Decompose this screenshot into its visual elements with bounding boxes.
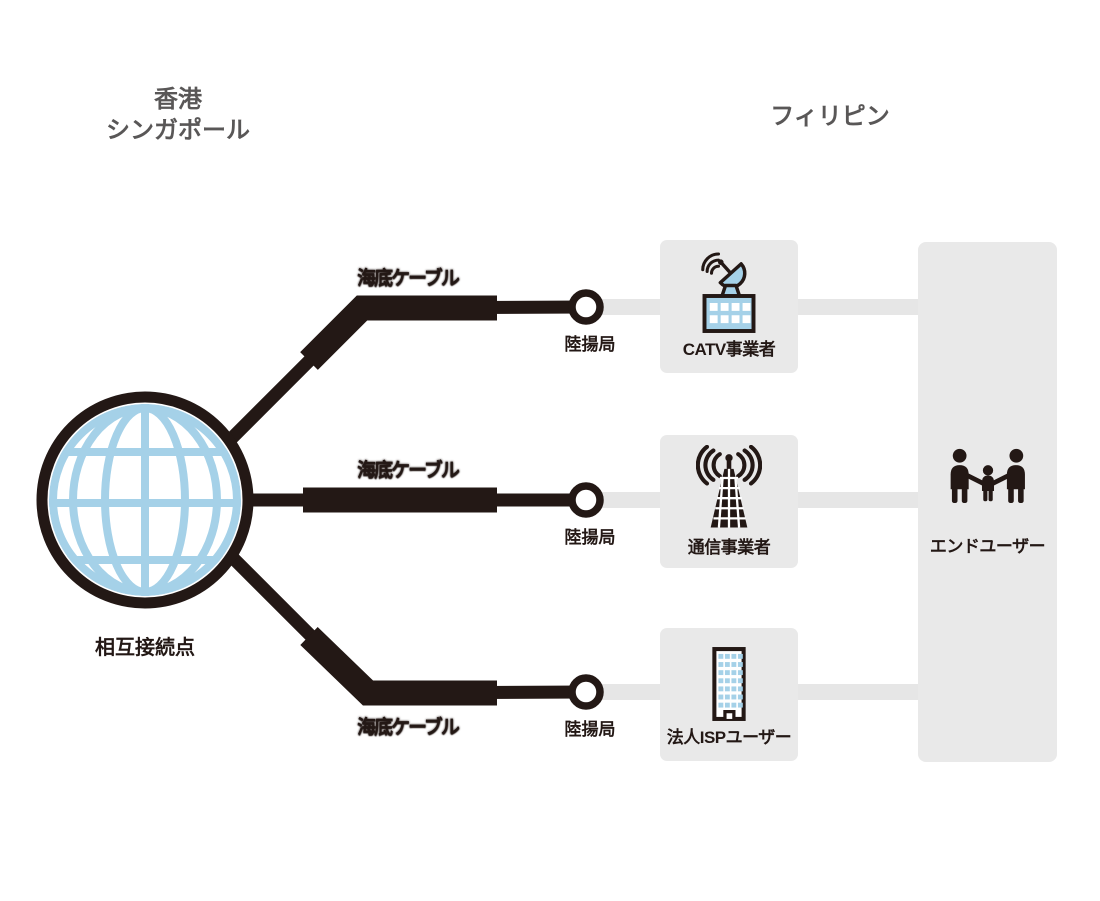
submarine-cable-label-top: 海底ケーブル xyxy=(357,268,460,289)
telecom-provider-label: 通信事業者 xyxy=(687,538,771,557)
connector-telecom-enduser xyxy=(797,492,919,508)
connector-landing-isp xyxy=(600,684,662,700)
catv-provider-label: CATV事業者 xyxy=(682,340,776,359)
telecom-provider-box: 通信事業者 xyxy=(660,435,798,568)
submarine-cable-label-bottom: 海底ケーブル xyxy=(357,717,460,738)
landing-station-label-top: 陸揚局 xyxy=(564,335,616,354)
submarine-cable-bar-bottom xyxy=(300,627,497,706)
catv-provider-box: CATV事業者 xyxy=(660,240,798,373)
connector-catv-enduser xyxy=(797,299,919,315)
landing-station-node-bottom xyxy=(568,674,604,710)
submarine-cable-bar-top xyxy=(300,295,497,370)
origin-region-title: 香港 シンガポール xyxy=(78,84,278,146)
interconnection-point-label: 相互接続点 xyxy=(95,637,195,659)
globe-icon xyxy=(36,391,254,609)
corporate-isp-box: 法人ISPユーザー xyxy=(660,628,798,761)
end-user-label: エンドユーザー xyxy=(929,536,1046,556)
corporate-isp-label: 法人ISPユーザー xyxy=(666,728,792,747)
destination-region-title: フィリピン xyxy=(770,103,890,130)
landing-station-label-middle: 陸揚局 xyxy=(564,528,616,547)
end-user-box: エンドユーザー xyxy=(918,242,1057,762)
origin-region-line1: 香港 xyxy=(154,86,202,113)
connector-landing-catv xyxy=(600,299,662,315)
connector-isp-enduser xyxy=(797,684,919,700)
family-icon xyxy=(945,448,1031,520)
satellite-dish-building-icon xyxy=(694,250,764,335)
radio-tower-icon xyxy=(696,445,762,533)
office-building-icon xyxy=(703,638,755,723)
submarine-cable-label-middle: 海底ケーブル xyxy=(357,460,460,481)
landing-station-node-top xyxy=(568,289,604,325)
landing-station-label-bottom: 陸揚局 xyxy=(564,720,616,739)
landing-station-node-middle xyxy=(568,482,604,518)
origin-region-line2: シンガポール xyxy=(106,117,250,144)
connector-landing-telecom xyxy=(600,492,662,508)
